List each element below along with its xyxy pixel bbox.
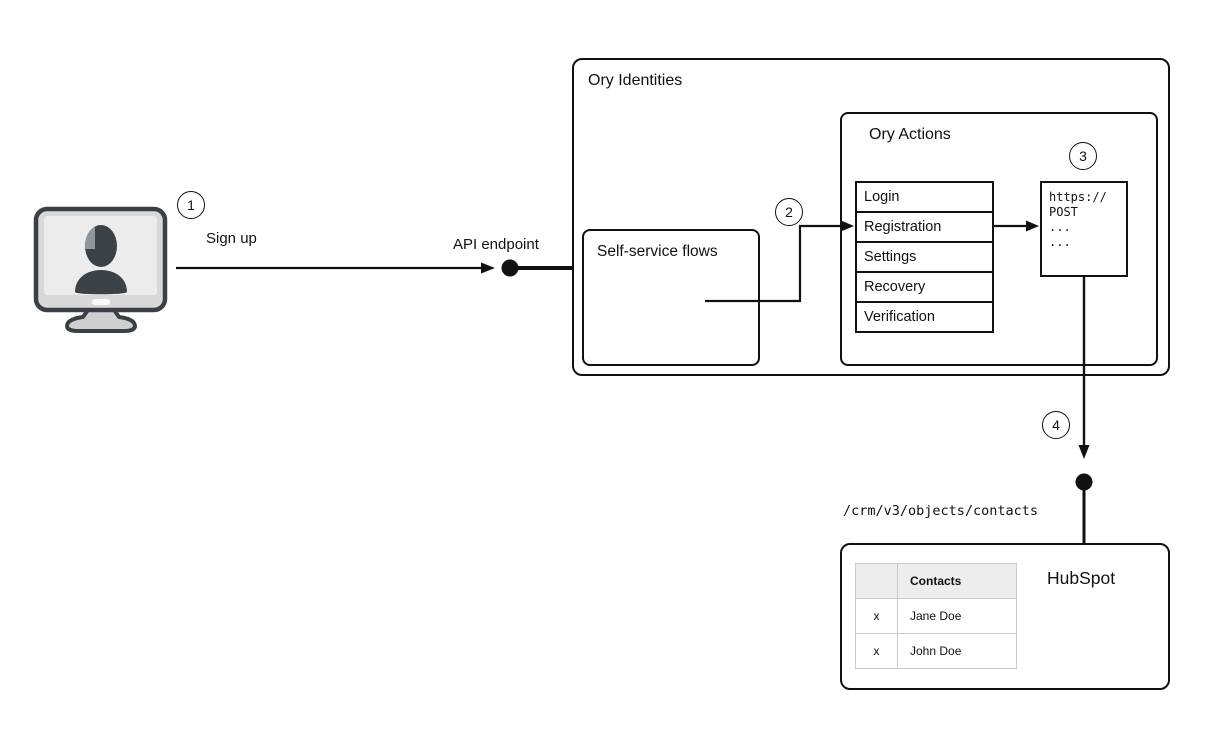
step-1-badge: 1 xyxy=(177,191,205,219)
monitor-stand xyxy=(65,305,137,333)
contact-mark-cell: x xyxy=(855,598,898,634)
contact-name-cell: John Doe xyxy=(897,633,1017,669)
table-row: x John Doe xyxy=(855,633,1017,669)
table-row: x Jane Doe xyxy=(855,598,1017,634)
sign-up-label: Sign up xyxy=(206,230,257,247)
step-2-number: 2 xyxy=(785,204,793,220)
flow-row-verification: Verification xyxy=(864,309,935,325)
contacts-header-label: Contacts xyxy=(897,563,1017,599)
step-3-number: 3 xyxy=(1079,148,1087,164)
contacts-table: Contacts x Jane Doe x John Doe xyxy=(855,563,1017,669)
contacts-header-empty-cell xyxy=(855,563,898,599)
step-2-badge: 2 xyxy=(775,198,803,226)
self-service-flows-box: Self-service flows xyxy=(582,229,760,366)
signup-arrowhead xyxy=(481,262,495,274)
down-arrowhead xyxy=(1078,445,1090,459)
api-endpoint-label: API endpoint xyxy=(453,236,539,253)
contacts-table-header-row: Contacts xyxy=(855,563,1017,599)
code-line: https:// xyxy=(1049,190,1107,204)
code-line: ... xyxy=(1049,220,1071,234)
user-silhouette-icon xyxy=(75,225,127,295)
step-4-badge: 4 xyxy=(1042,411,1070,439)
ory-actions-title: Ory Actions xyxy=(869,126,951,143)
step-4-number: 4 xyxy=(1052,417,1060,433)
step-1-number: 1 xyxy=(187,197,195,213)
crm-endpoint-path-label: /crm/v3/objects/contacts xyxy=(843,503,1039,519)
code-line: ... xyxy=(1049,235,1071,249)
contact-mark-cell: x xyxy=(855,633,898,669)
contact-name-cell: Jane Doe xyxy=(897,598,1017,634)
hubspot-title: HubSpot xyxy=(1047,568,1116,588)
user-computer-icon xyxy=(33,206,168,333)
ory-identities-title: Ory Identities xyxy=(588,72,683,89)
flows-list: Login Registration Settings Recovery Ver… xyxy=(855,181,994,333)
monitor-power-pill xyxy=(92,299,110,305)
flow-row-login: Login xyxy=(857,183,992,213)
flow-row-registration: Registration xyxy=(857,213,992,243)
self-service-flows-title: Self-service flows xyxy=(597,243,718,260)
api-endpoint-dot xyxy=(501,259,519,277)
step-3-badge: 3 xyxy=(1069,142,1097,170)
flow-row-recovery: Recovery xyxy=(857,273,992,303)
flow-row-settings: Settings xyxy=(857,243,992,273)
hubspot-endpoint-dot xyxy=(1075,473,1093,491)
ory-identities-box: Ory Identities xyxy=(572,58,1170,376)
webhook-request-box: https:// POST ... ... xyxy=(1040,181,1128,277)
hubspot-box xyxy=(840,543,1170,690)
code-line: POST xyxy=(1049,205,1078,219)
